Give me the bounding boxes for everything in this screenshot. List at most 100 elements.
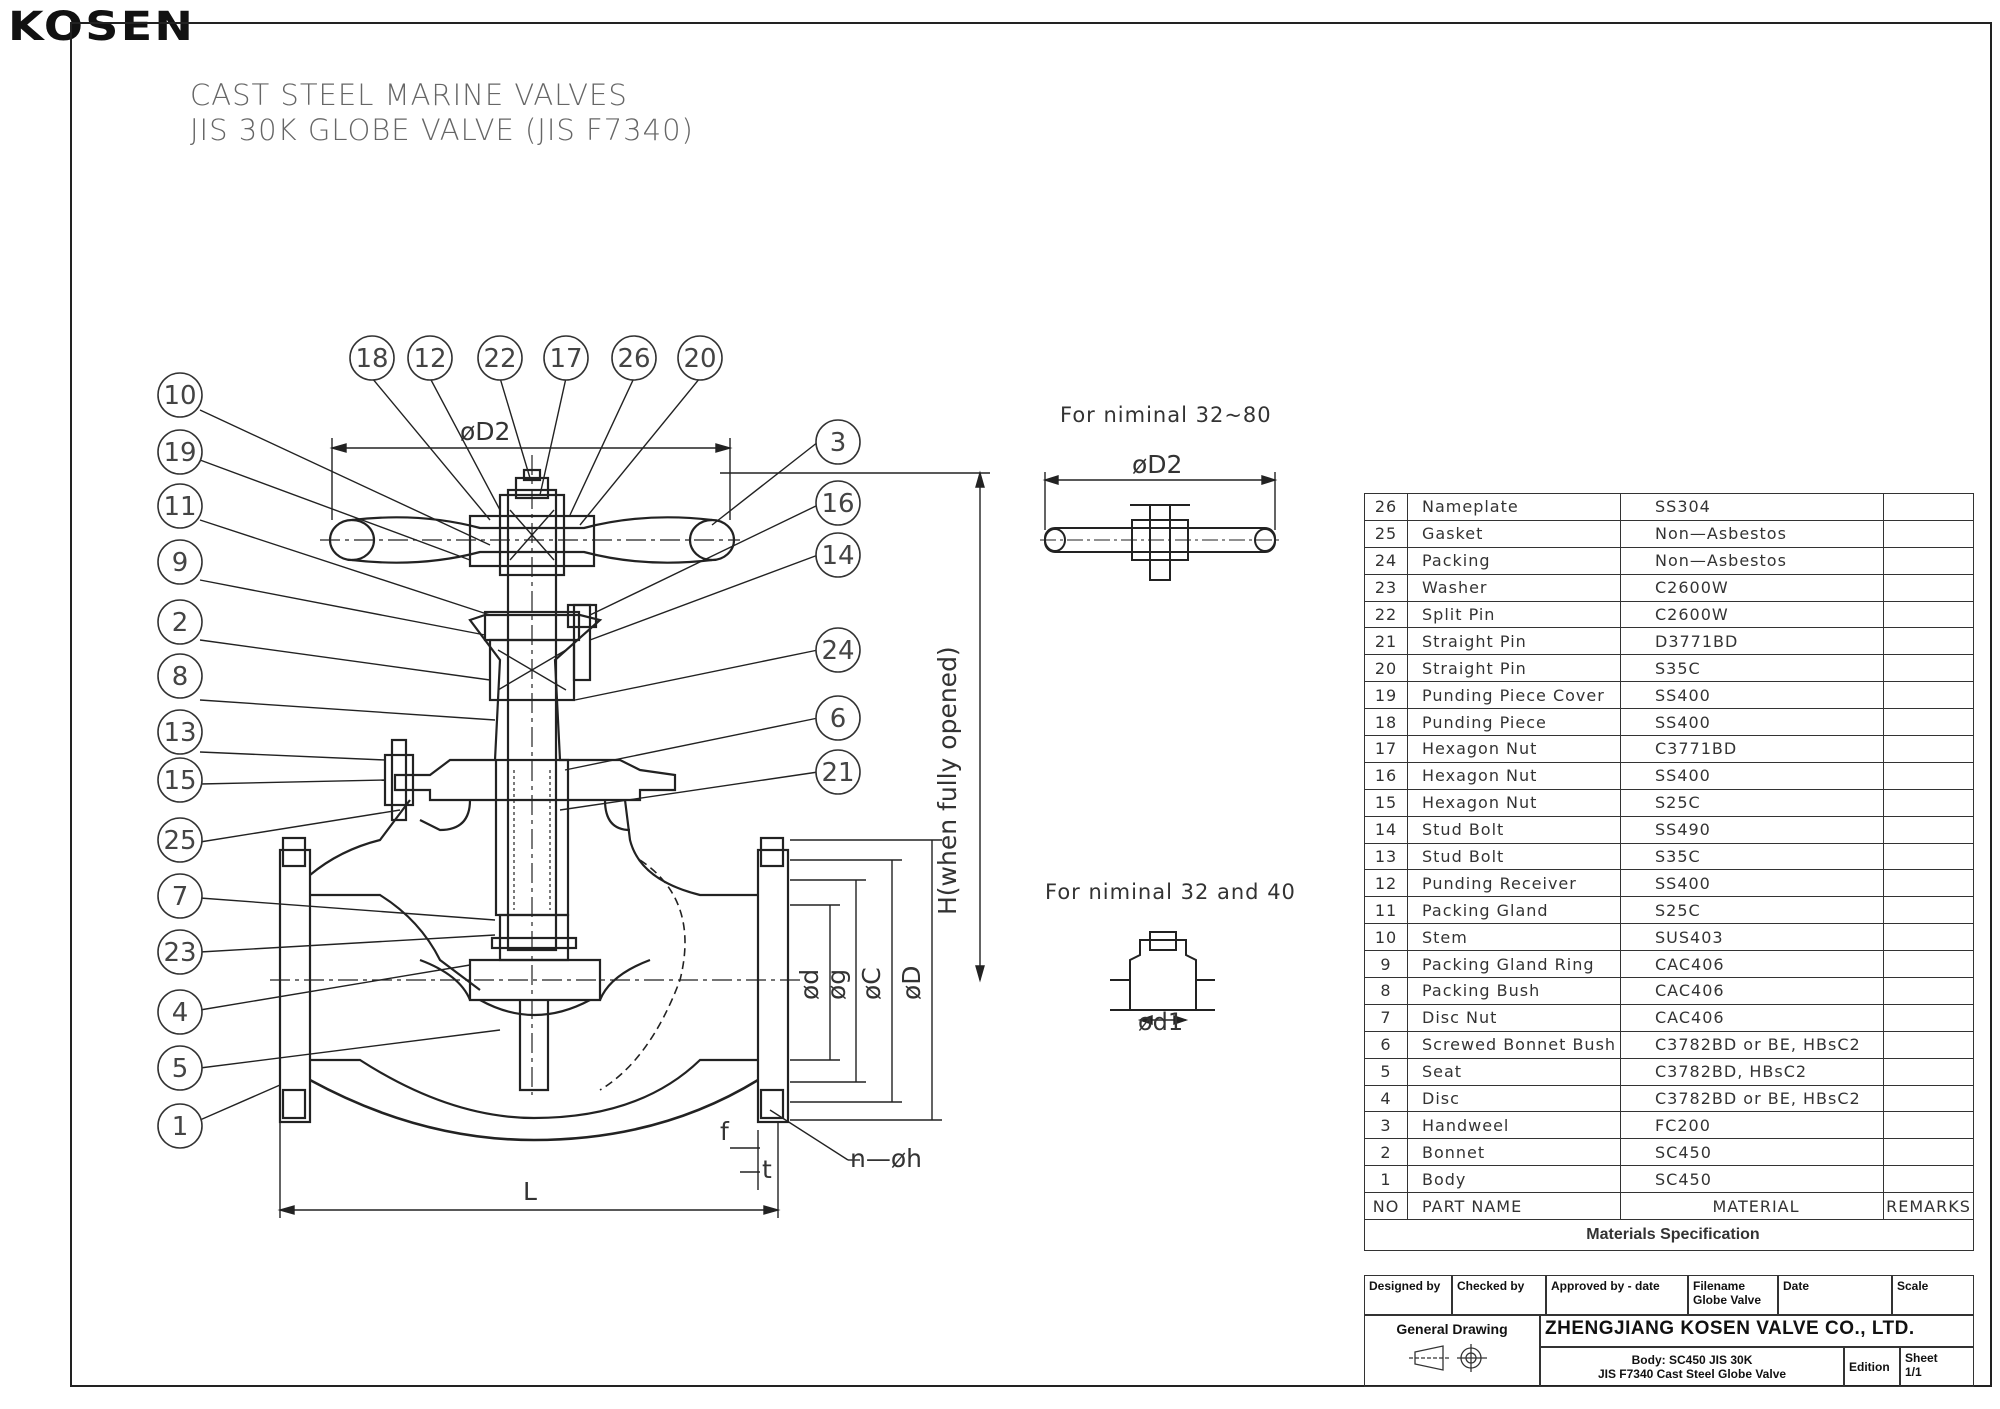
cell-name: Packing Gland Ring xyxy=(1407,950,1621,979)
description-line2: JIS F7340 Cast Steel Globe Valve xyxy=(1597,1367,1787,1381)
cell-remarks xyxy=(1883,1084,1974,1113)
balloon-10: 10 xyxy=(163,381,196,411)
cell-name: Packing Gland xyxy=(1407,896,1621,925)
cell-material: Non—Asbestos xyxy=(1620,519,1884,548)
balloon-26: 26 xyxy=(617,344,650,374)
right-flange xyxy=(756,848,790,1124)
cell-no: 4 xyxy=(1364,1084,1408,1113)
sheet-cell: Sheet 1/1 xyxy=(1900,1347,1974,1387)
cell-no: 15 xyxy=(1364,788,1408,817)
dim-d: ød xyxy=(795,969,824,1000)
cell-remarks xyxy=(1883,1165,1974,1194)
balloon-6: 6 xyxy=(830,704,847,734)
drawing-title-line2: JIS 30K GLOBE VALVE (JIS F7340) xyxy=(190,113,694,147)
balloon-9: 9 xyxy=(172,548,189,578)
cell-no: 11 xyxy=(1364,896,1408,925)
cell-material: SC450 xyxy=(1620,1138,1884,1167)
dim-d1: ød1 xyxy=(1138,1008,1183,1036)
dim-bigd: øD xyxy=(897,965,926,1000)
balloon-16: 16 xyxy=(821,489,854,519)
balloon-17: 17 xyxy=(549,344,582,374)
dim-t: t xyxy=(762,1155,772,1184)
cell-remarks xyxy=(1883,761,1974,790)
cell-no: 13 xyxy=(1364,842,1408,871)
balloon-11: 11 xyxy=(163,492,196,522)
cell-no: 24 xyxy=(1364,546,1408,575)
cell-no: 16 xyxy=(1364,761,1408,790)
cell-name: Straight Pin xyxy=(1407,627,1621,656)
cell-name: Seat xyxy=(1407,1057,1621,1086)
cell-no: 25 xyxy=(1364,519,1408,548)
cell-remarks xyxy=(1883,842,1974,871)
cell-remarks xyxy=(1883,869,1974,898)
balloon-15: 15 xyxy=(163,766,196,796)
cell-remarks xyxy=(1883,600,1974,629)
cell-material: C3782BD or BE, HBsC2 xyxy=(1620,1030,1884,1059)
cell-remarks xyxy=(1883,1003,1974,1032)
balloon-24: 24 xyxy=(821,636,854,666)
cell-no: 19 xyxy=(1364,681,1408,710)
cell-remarks xyxy=(1883,654,1974,683)
balloon-18: 18 xyxy=(355,344,388,374)
cell-no: 12 xyxy=(1364,869,1408,898)
sheet-value: 1/1 xyxy=(1905,1365,1922,1379)
cell-no: 22 xyxy=(1364,600,1408,629)
title-block: Designed by Checked by Approved by - dat… xyxy=(1364,1275,1974,1387)
cell-remarks xyxy=(1883,1030,1974,1059)
filename-label: Filename xyxy=(1693,1279,1746,1293)
cell-name: Punding Piece Cover xyxy=(1407,681,1621,710)
cell-material: SS400 xyxy=(1620,761,1884,790)
cell-no: 7 xyxy=(1364,1003,1408,1032)
general-drawing-cell: General Drawing xyxy=(1364,1315,1540,1387)
drawing-title-line1: CAST STEEL MARINE VALVES xyxy=(190,78,628,112)
header-material: MATERIAL xyxy=(1620,1192,1884,1221)
cell-remarks xyxy=(1883,923,1974,952)
header-part-name: PART NAME xyxy=(1407,1192,1621,1221)
cell-no: 1 xyxy=(1364,1165,1408,1194)
cell-name: Nameplate xyxy=(1407,493,1621,521)
checked-by-label: Checked by xyxy=(1452,1275,1546,1315)
cell-remarks xyxy=(1883,735,1974,763)
cell-name: Stem xyxy=(1407,923,1621,952)
cell-name: Washer xyxy=(1407,573,1621,602)
cell-material: C2600W xyxy=(1620,600,1884,629)
cell-remarks xyxy=(1883,950,1974,979)
note-nominal-32-80: For niminal 32~80 xyxy=(1060,403,1272,427)
dim-h: H(when fully opened) xyxy=(933,646,962,915)
balloon-13: 13 xyxy=(163,718,196,748)
cell-name: Hexagon Nut xyxy=(1407,761,1621,790)
cell-no: 6 xyxy=(1364,1030,1408,1059)
balloon-19: 19 xyxy=(163,438,196,468)
balloon-8: 8 xyxy=(172,662,189,692)
cell-no: 21 xyxy=(1364,627,1408,656)
cell-remarks xyxy=(1883,788,1974,817)
cell-remarks xyxy=(1883,627,1974,656)
cell-name: Stud Bolt xyxy=(1407,842,1621,871)
dim-d2: øD2 xyxy=(460,417,510,446)
brand-logo: KOSEN xyxy=(8,4,196,50)
cell-no: 18 xyxy=(1364,708,1408,737)
cell-no: 20 xyxy=(1364,654,1408,683)
cell-name: Punding Receiver xyxy=(1407,869,1621,898)
description-cell: Body: SC450 JIS 30K JIS F7340 Cast Steel… xyxy=(1540,1347,1844,1387)
cell-remarks xyxy=(1883,1111,1974,1140)
cell-remarks xyxy=(1883,896,1974,925)
materials-caption: Materials Specification xyxy=(1364,1219,1974,1252)
edition-label: Edition xyxy=(1844,1347,1900,1387)
cell-material: SS400 xyxy=(1620,681,1884,710)
date-label: Date xyxy=(1778,1275,1892,1315)
